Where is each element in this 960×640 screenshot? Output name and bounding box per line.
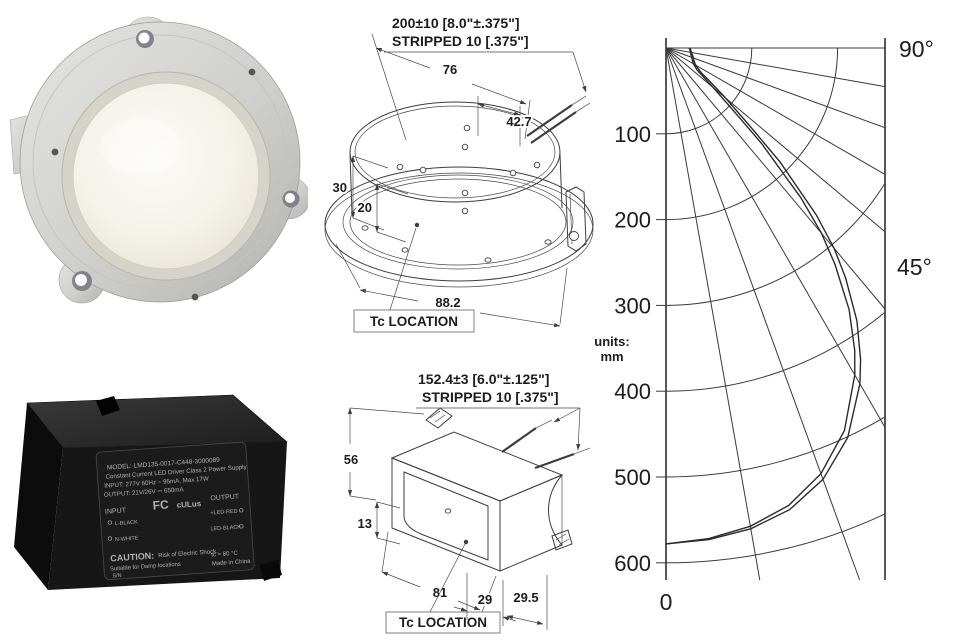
candela-curve-plane-2: [665, 47, 862, 545]
dim-offset: 13: [358, 516, 372, 531]
led-driver-photo: MODEL: LMD135-0017-C448-3000089 Constant…: [14, 394, 288, 590]
screw-hole: [248, 68, 256, 76]
driver-label: MODEL: LMD135-0017-C448-3000089 Constant…: [95, 441, 255, 581]
module-lens: [61, 71, 271, 281]
lead-wire: [501, 427, 537, 453]
mount-notch: [259, 560, 282, 581]
flange-tab: [425, 407, 453, 429]
radial-arc: [665, 513, 886, 564]
radial-tick-label: 100: [614, 122, 651, 147]
dim-inner-height: 20: [358, 200, 372, 215]
dim-diameter: 88.2: [435, 295, 460, 310]
l-black-label: L-BLACK: [115, 520, 139, 528]
n-white-label: N-WHITE: [115, 536, 139, 544]
driver-box: MODEL: LMD135-0017-C448-3000089 Constant…: [14, 394, 288, 590]
driver-outline: [390, 407, 591, 572]
dim-height: 56: [344, 452, 358, 467]
radial-tick-label: 200: [614, 208, 651, 233]
lead-wire: [534, 452, 575, 470]
screw-hole: [51, 148, 59, 156]
side-clip: [565, 186, 587, 252]
photometric-polar-chart: 100 200 300 400 500 600 90° 45° 0: [614, 36, 934, 615]
angle-label: 90°: [899, 36, 934, 62]
tc-location-label: Tc LOCATION: [399, 615, 487, 630]
front-panel: [403, 471, 489, 561]
tc-point: [414, 222, 420, 228]
driver-dimension-drawing: 152.4±3 [6.0"±.125"] STRIPPED 10 [.375"]…: [342, 371, 591, 634]
angle-gridline: [665, 47, 886, 428]
made-in-text: Made in China: [212, 559, 252, 568]
radial-arc: [665, 416, 886, 478]
angle-gridline: [665, 47, 886, 129]
radial-tick-label: 500: [614, 465, 651, 490]
damp-location-text: Suitable for Damp locations: [110, 562, 181, 573]
units-note-line1: units:: [594, 334, 630, 349]
rohs-logo: RoHS: [163, 534, 194, 548]
tc-location-label: Tc LOCATION: [370, 314, 458, 329]
angle-gridline: [665, 47, 886, 233]
fcc-logo: FC: [152, 497, 169, 512]
flange-tab: [551, 529, 573, 551]
sn-label: S/N: [112, 573, 122, 580]
wire-length-note: 200±10 [8.0"±.375"]: [392, 15, 520, 31]
tc-point: [463, 539, 469, 545]
angle-gridline: [665, 47, 886, 88]
tc-rating-text: tc = 80 °C: [211, 551, 239, 559]
angle-label: 0: [660, 589, 673, 615]
input-label: INPUT: [105, 507, 127, 515]
dim-height: 30: [333, 180, 347, 195]
radial-tick-label: 300: [614, 293, 651, 318]
angle-gridline: [665, 47, 886, 175]
led-module-photo: [9, 16, 308, 304]
mount-notch: [96, 396, 120, 416]
wire-strip-note: STRIPPED 10 [.375"]: [422, 389, 559, 405]
angle-gridline: [665, 47, 761, 581]
candela-curve-plane-1: [665, 47, 856, 545]
wire-length-note: 152.4±3 [6.0"±.125"]: [418, 371, 549, 387]
screw-hole: [191, 293, 199, 301]
dim-depth2: 29.5: [513, 590, 538, 605]
radial-arc: [665, 47, 753, 135]
module-dimension-drawing: 200±10 [8.0"±.375"] STRIPPED 10 [.375"] …: [324, 15, 594, 333]
angle-gridline: [665, 47, 886, 310]
wire-strip-note: STRIPPED 10 [.375"]: [392, 33, 529, 49]
radial-arc: [665, 311, 886, 392]
module-outline: [324, 95, 594, 288]
output-label: OUTPUT: [210, 493, 240, 502]
radial-arc: [665, 182, 886, 306]
radial-arc: [665, 47, 839, 221]
angle-label: 45°: [897, 254, 932, 280]
units-note: units: mm: [584, 334, 640, 364]
caution-label: CAUTION:: [110, 551, 155, 564]
radial-tick-label: 400: [614, 379, 651, 404]
dim-wire-offset: 42.7: [506, 114, 531, 129]
lead-wire: [526, 104, 573, 137]
units-note-line2: mm: [600, 349, 624, 364]
dim-depth: 29: [478, 592, 492, 607]
dim-top-width: 76: [443, 62, 457, 77]
caution-text: Risk of Electric Shock.: [158, 549, 218, 559]
led-black-label: LED-BLACK: [210, 524, 241, 532]
lead-wire: [530, 111, 577, 144]
radial-tick-label: 600: [614, 551, 651, 576]
ul-logo: cULus: [176, 499, 202, 510]
led-red-label: +LED-RED: [210, 509, 238, 517]
cree-logo: CREE: [159, 516, 199, 535]
angle-gridline: [665, 47, 861, 581]
